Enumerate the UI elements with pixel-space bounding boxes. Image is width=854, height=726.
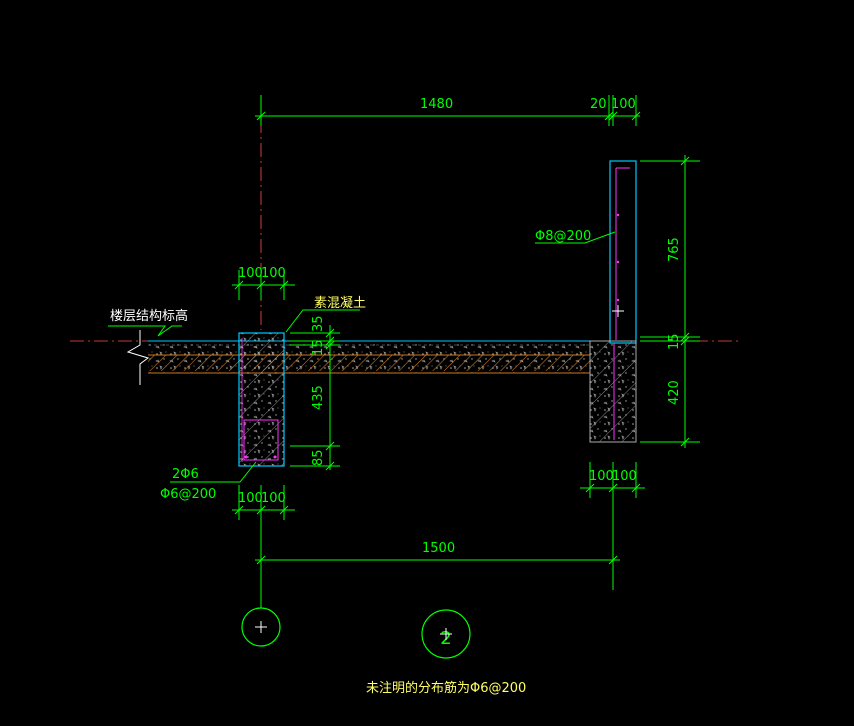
dim-left-top-a: 100 [238,266,263,281]
floor-level-label: 楼层结构标高 [110,308,188,324]
slab [148,340,590,374]
dim-beam-85: 85 [311,449,326,466]
left-beam [238,332,285,467]
dim-right-15: 15 [667,333,682,350]
floor-level-marker: 楼层结构标高 [108,308,188,337]
dim-right-bottom-b: 100 [612,469,637,484]
axis-bubbles: 2 [241,590,471,659]
beam-main-rebar-label: 2Φ6 [172,467,199,482]
dim-left-bottom-a: 100 [238,491,263,506]
dim-top-gap: 20 [590,97,607,112]
right-wall [589,160,637,443]
annotations: 素混凝土 Φ8@200 2Φ6 Φ6@200 未注明的分布筋为Φ6@200 [160,229,591,696]
dim-top-wall: 100 [611,97,636,112]
dim-right-bottom-a: 100 [589,469,614,484]
dim-left-top-b: 100 [261,266,286,281]
crosshair-cursor-icon [612,305,624,317]
dim-right-765: 765 [667,237,682,262]
axis-bubble-icon: 2 [421,609,471,659]
dim-top-span: 1480 [420,97,453,112]
dim-right-420: 420 [667,380,682,405]
beam-stirrup-label: Φ6@200 [160,487,216,502]
break-line-icon [126,330,150,385]
wall-rebar-label: Φ8@200 [535,229,591,244]
axis-bubble-icon [241,590,281,647]
dim-bottom-span: 1500 [422,541,455,556]
dim-beam-15: 15 [311,339,326,356]
dim-left-bottom-b: 100 [261,491,286,506]
dimension-texts: 1480 20 100 100 100 100 100 100 100 1500… [238,97,682,556]
dim-beam-35: 35 [311,315,326,332]
cement-mortar-label: 素混凝土 [314,295,366,311]
dimension-lines [170,95,700,605]
center-lines [70,95,740,342]
dim-beam-435: 435 [311,385,326,410]
general-note: 未注明的分布筋为Φ6@200 [366,680,526,696]
